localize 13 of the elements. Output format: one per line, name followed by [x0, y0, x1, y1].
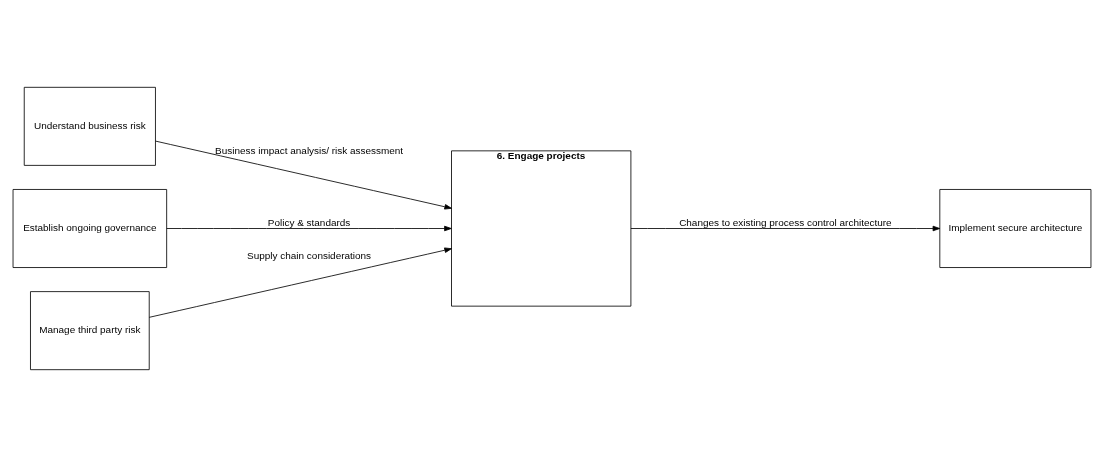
node-box: 6. Engage projects [451, 150, 632, 307]
arrow [630, 225, 941, 232]
edge-label: Changes to existing process control architecture [679, 216, 892, 228]
edge-label: Policy & standards [267, 216, 351, 228]
edge-label: Supply chain considerations [247, 249, 372, 261]
node-box: Understand business risk [23, 86, 156, 166]
node-box: Establish ongoing governance [12, 189, 168, 268]
arrow [148, 247, 452, 318]
edge-label: Business impact analysis/ risk assessment [215, 145, 404, 157]
arrow [155, 140, 452, 210]
arrow [166, 225, 452, 232]
node-box: Manage third party risk [30, 291, 150, 371]
node-box: Implement secure architecture [939, 189, 1092, 268]
